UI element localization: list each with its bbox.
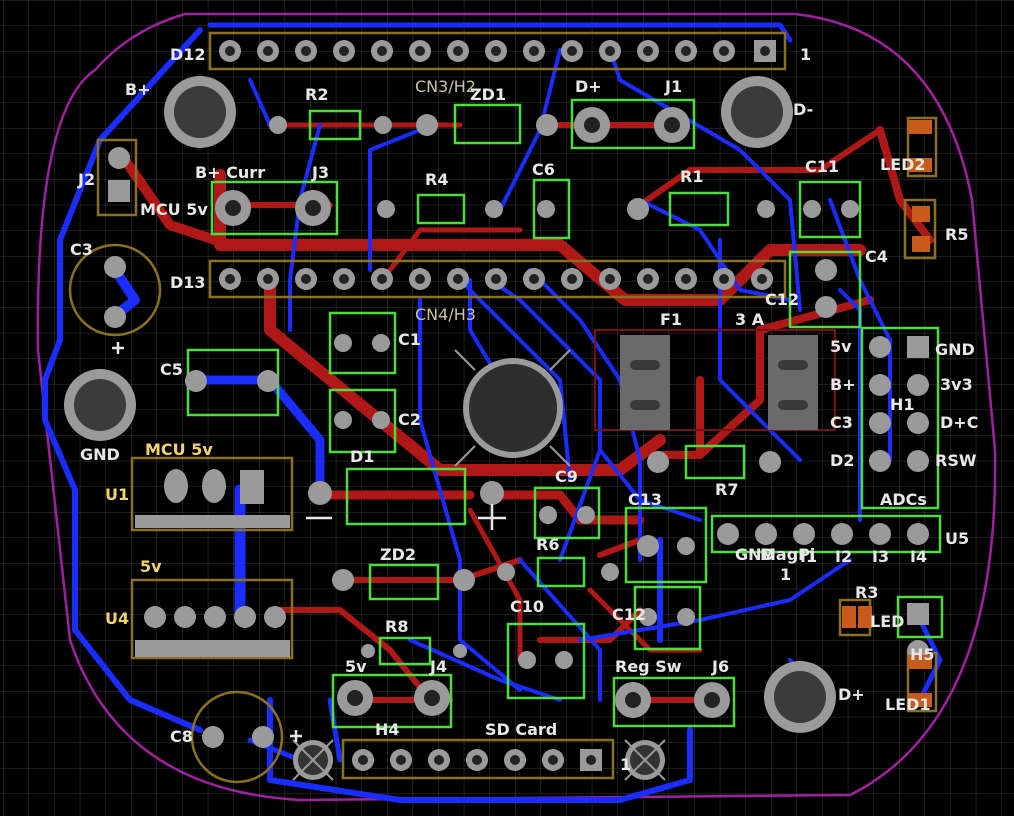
label-f1-rating: 3 A (735, 310, 765, 329)
label-d12: D12 (170, 45, 206, 64)
label-h1-gnd: GND (935, 340, 975, 359)
label-u5-mag: MagPi (760, 545, 815, 564)
label-d-plus-j1: D+ (575, 77, 602, 96)
label-c11: C11 (805, 157, 839, 176)
label-u5-i3: I3 (872, 547, 889, 566)
label-j1: J1 (664, 77, 682, 96)
label-cn3: CN3/H2 (415, 77, 476, 96)
label-adcs: ADCs (880, 490, 927, 509)
designator-labels: D12 D13 CN3/H2 CN4/H3 1 1 1 B+ D- GND D+… (70, 45, 978, 774)
bottom-silkscreen (68, 31, 938, 784)
label-r7: R7 (715, 480, 738, 499)
label-c13: C13 (628, 490, 662, 509)
label-u5: U5 (945, 529, 969, 548)
label-h1-3v3: 3v3 (940, 375, 973, 394)
label-c6: C6 (532, 160, 555, 179)
label-u5-i4: I4 (910, 547, 927, 566)
label-c3: C3 (70, 240, 93, 259)
label-d-minus-hole: D- (793, 100, 813, 119)
label-h1-d2: D2 (830, 451, 854, 470)
mounting-holes (64, 76, 836, 781)
label-h1-c3: C3 (830, 413, 853, 432)
label-u4: U4 (105, 609, 129, 628)
label-mcu-5v-j2: MCU 5v (140, 200, 208, 219)
component-outlines (186, 98, 944, 729)
label-u1: U1 (105, 485, 129, 504)
label-r6: R6 (536, 535, 559, 554)
label-r4: R4 (425, 170, 448, 189)
label-d1: D1 (350, 447, 374, 466)
label-u5-gnd: GND (735, 545, 775, 564)
top-silkscreen (594, 329, 836, 431)
label-cn4: CN4/H3 (415, 305, 476, 324)
label-led2: LED2 (880, 155, 926, 174)
header-h1-pads (869, 336, 929, 472)
label-c12: C12 (765, 290, 799, 309)
label-c5: C5 (160, 360, 183, 379)
label-c7: C12 (612, 605, 646, 624)
label-u5-i2: I2 (835, 547, 852, 566)
label-c10: C10 (510, 597, 544, 616)
label-f1: F1 (660, 310, 682, 329)
label-u5-i1: I1 (800, 547, 817, 566)
label-gnd-hole: GND (80, 445, 120, 464)
label-five-v-j4: 5v (345, 657, 367, 676)
label-b-plus-hole: B+ (125, 80, 151, 99)
label-j3: J3 (311, 163, 329, 182)
label-b-curr: B+ Curr (195, 163, 265, 182)
label-c8: C8 (170, 727, 193, 746)
label-mcu-5v-u1: MCU 5v (145, 440, 213, 459)
label-h5: H5 (910, 645, 935, 664)
label-j6: J6 (711, 657, 729, 676)
label-c4: C4 (865, 247, 888, 266)
label-c2: C2 (398, 410, 421, 429)
bottom-copper-layer (42, 22, 943, 803)
label-pin1-d12: 1 (800, 45, 811, 64)
label-r3-led: LED (870, 612, 904, 631)
label-r2: R2 (305, 85, 328, 104)
label-c1: C1 (398, 330, 421, 349)
label-r3: R3 (855, 583, 878, 602)
label-h1-dc: D+C (940, 413, 978, 432)
label-h1-5v: 5v (830, 337, 852, 356)
label-r1: R1 (680, 167, 703, 186)
label-pin1-h4: 1 (620, 755, 631, 774)
label-five-v-u4: 5v (140, 557, 162, 576)
label-c9: C9 (555, 467, 578, 486)
label-h1-rsw: RSW (935, 451, 977, 470)
label-pin1-u5: 1 (780, 565, 791, 584)
label-r5: R5 (945, 225, 968, 244)
label-j2: J2 (77, 170, 95, 189)
label-reg-sw: Reg Sw (615, 657, 682, 676)
header-u5-pads (717, 523, 929, 545)
label-led1: LED1 (885, 695, 931, 714)
pads (104, 40, 932, 771)
label-zd2: ZD2 (380, 545, 416, 564)
label-d13: D13 (170, 273, 206, 292)
label-h1: H1 (890, 395, 915, 414)
label-h1-bplus: B+ (830, 375, 856, 394)
label-d-plus-hole: D+ (838, 685, 865, 704)
polarity-marks (112, 342, 506, 742)
label-sd-card: SD Card (485, 720, 557, 739)
label-h4: H4 (375, 720, 400, 739)
label-zd1: ZD1 (470, 85, 506, 104)
label-r8: R8 (385, 617, 408, 636)
label-j4: J4 (429, 657, 447, 676)
board-outline (36, 12, 997, 802)
